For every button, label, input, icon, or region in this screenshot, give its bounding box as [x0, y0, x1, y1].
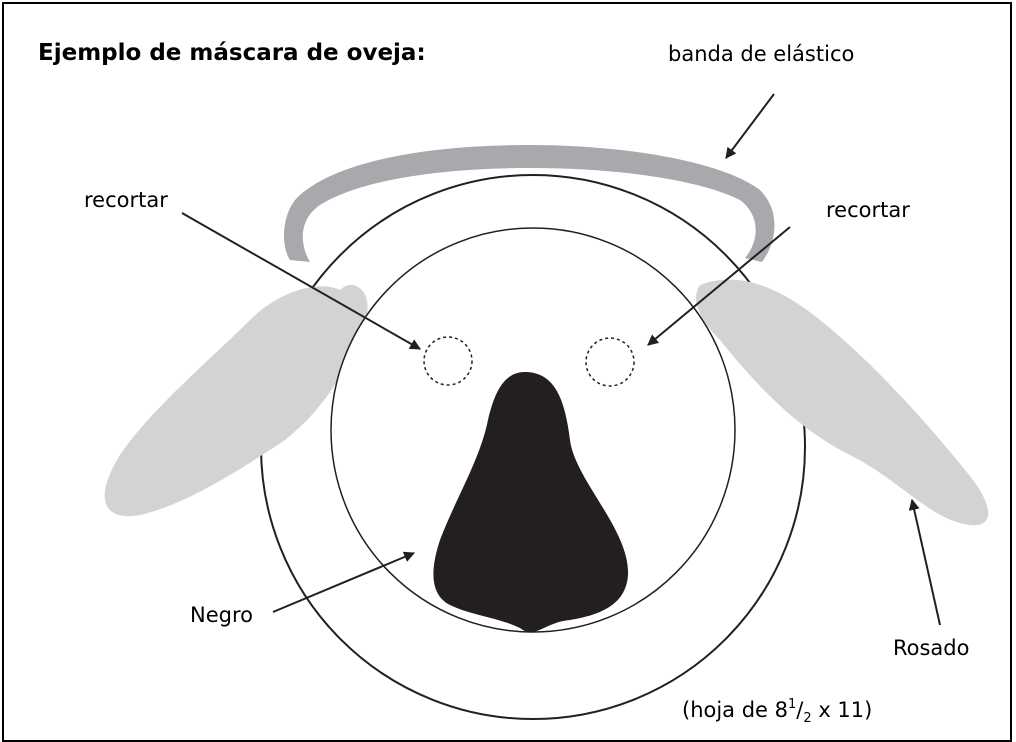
- sheet-note-sup: 1: [788, 697, 796, 712]
- label-cut-left: recortar: [84, 190, 168, 211]
- label-ears: Rosado: [893, 638, 969, 659]
- arrow-ears: [912, 500, 940, 625]
- label-cut-right: recortar: [826, 200, 910, 221]
- arrow-elastic-band: [726, 94, 774, 158]
- sheet-note-sub: 2: [803, 711, 811, 726]
- diagram-title: Ejemplo de máscara de oveja:: [38, 40, 426, 66]
- sheet-size-note: (hoja de 81/2 x 11): [682, 700, 872, 721]
- sheet-note-suffix: x 11): [812, 698, 873, 722]
- sheet-note-prefix: (hoja de 8: [682, 698, 788, 722]
- label-nose: Negro: [190, 605, 253, 626]
- label-elastic-band: banda de elástico: [668, 44, 854, 65]
